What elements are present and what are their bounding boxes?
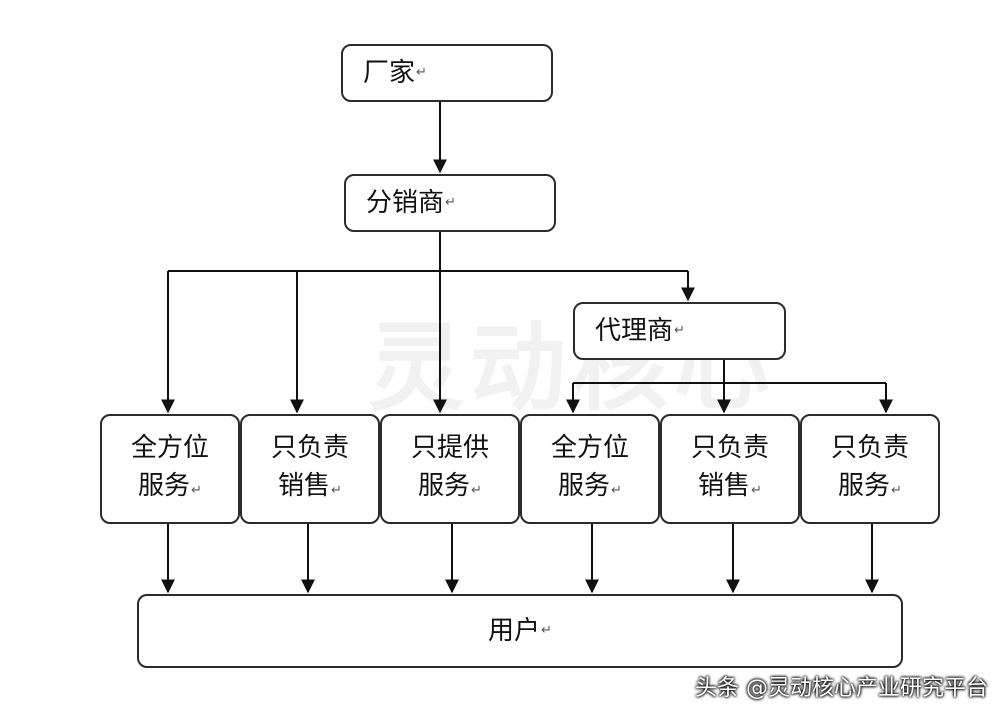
branch-line-2: 服务 — [838, 470, 891, 501]
return-mark: ↵ — [541, 623, 552, 638]
branch-line-1: 只提供 — [410, 432, 489, 463]
branch-line-1: 全方位 — [550, 432, 629, 463]
branch-box-4: 全方位 服务↵ — [520, 414, 660, 524]
source-credit: 头条 @灵动核心产业研究平台 — [695, 676, 988, 701]
branch-line-2: 服务 — [138, 470, 191, 501]
return-mark: ↵ — [416, 65, 427, 80]
return-mark: ↵ — [751, 482, 762, 498]
node-user: 用户↵ — [137, 594, 903, 668]
node-manufacturer: 厂家↵ — [341, 44, 553, 102]
return-mark: ↵ — [471, 482, 482, 498]
branch-box-1: 全方位 服务↵ — [100, 414, 240, 524]
branch-line-1: 只负责 — [270, 432, 349, 463]
branch-box-3: 只提供 服务↵ — [380, 414, 520, 524]
return-mark: ↵ — [891, 482, 902, 498]
return-mark: ↵ — [331, 482, 342, 498]
branch-line-1: 只负责 — [690, 432, 769, 463]
return-mark: ↵ — [445, 195, 456, 210]
node-agent: 代理商↵ — [573, 302, 786, 360]
branch-line-2: 服务 — [418, 470, 471, 501]
branch-line-2: 销售 — [698, 470, 751, 501]
branch-box-2: 只负责 销售↵ — [240, 414, 380, 524]
node-distributor-label: 分销商 — [366, 188, 445, 218]
branch-box-5: 只负责 销售↵ — [660, 414, 800, 524]
node-agent-label: 代理商 — [595, 316, 674, 346]
return-mark: ↵ — [191, 482, 202, 498]
branch-line-1: 只负责 — [830, 432, 909, 463]
node-user-label: 用户 — [488, 616, 541, 646]
branch-line-2: 销售 — [278, 470, 331, 501]
branch-line-2: 服务 — [558, 470, 611, 501]
return-mark: ↵ — [611, 482, 622, 498]
node-manufacturer-label: 厂家 — [363, 58, 416, 88]
branch-box-6: 只负责 服务↵ — [800, 414, 940, 524]
node-distributor: 分销商↵ — [344, 174, 556, 232]
return-mark: ↵ — [674, 323, 685, 338]
branch-line-1: 全方位 — [130, 432, 209, 463]
